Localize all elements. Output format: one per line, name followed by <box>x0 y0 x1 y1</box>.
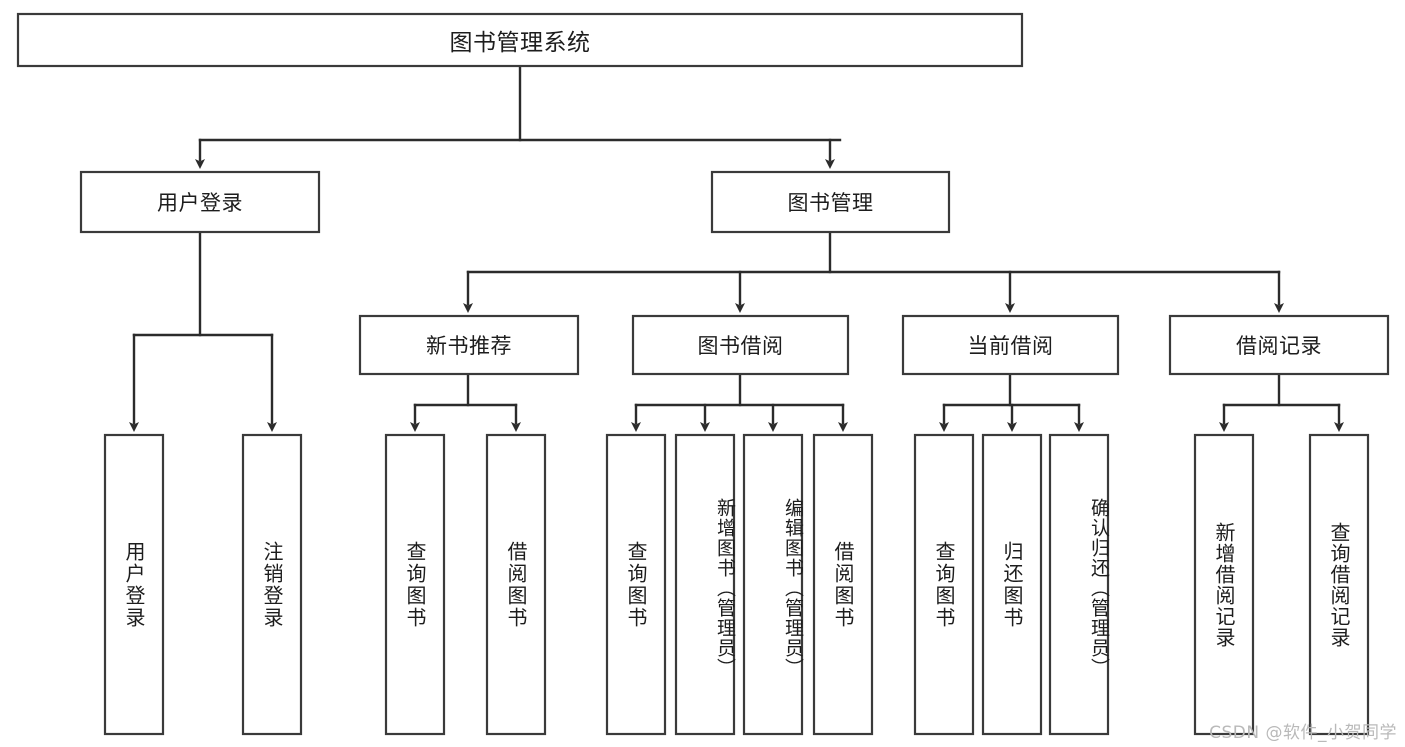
node-leaf-query-book-1-box[interactable] <box>384 433 446 736</box>
node-leaf-logout-box[interactable] <box>241 433 303 736</box>
node-leaf-query-book-2-box[interactable] <box>605 433 667 736</box>
connector-user-login-to-leaves <box>129 230 277 432</box>
connector-new-book-recommend-to-leaves <box>410 372 521 432</box>
connector-root-to-level2 <box>195 64 842 169</box>
node-current-borrow-box[interactable] <box>901 314 1120 376</box>
connector-book-management-to-level3 <box>463 230 1284 313</box>
connector-borrow-record-to-leaves <box>1219 372 1344 432</box>
node-leaf-borrow-book-1-box[interactable] <box>485 433 547 736</box>
node-leaf-user-login-box[interactable] <box>103 433 165 736</box>
node-leaf-query-book-3-box[interactable] <box>913 433 975 736</box>
node-leaf-borrow-book-2-box[interactable] <box>812 433 874 736</box>
connector-current-borrow-to-leaves <box>939 372 1084 432</box>
connector-book-borrow-to-leaves <box>631 372 848 432</box>
node-new-book-recommend-box[interactable] <box>358 314 580 376</box>
node-user-login-box[interactable] <box>79 170 321 234</box>
node-leaf-query-record-box[interactable] <box>1308 433 1370 736</box>
node-book-management-box[interactable] <box>710 170 951 234</box>
node-leaf-edit-book-box[interactable] <box>742 433 804 736</box>
node-leaf-add-record-box[interactable] <box>1193 433 1255 736</box>
node-book-borrow-box[interactable] <box>631 314 850 376</box>
node-root-box[interactable] <box>16 12 1024 68</box>
node-leaf-return-book-box[interactable] <box>981 433 1043 736</box>
node-leaf-confirm-return-box[interactable] <box>1048 433 1110 736</box>
node-leaf-add-book-box[interactable] <box>674 433 736 736</box>
node-borrow-record-box[interactable] <box>1168 314 1390 376</box>
csdn-watermark: CSDN @软件_小贺同学 <box>1209 723 1397 743</box>
